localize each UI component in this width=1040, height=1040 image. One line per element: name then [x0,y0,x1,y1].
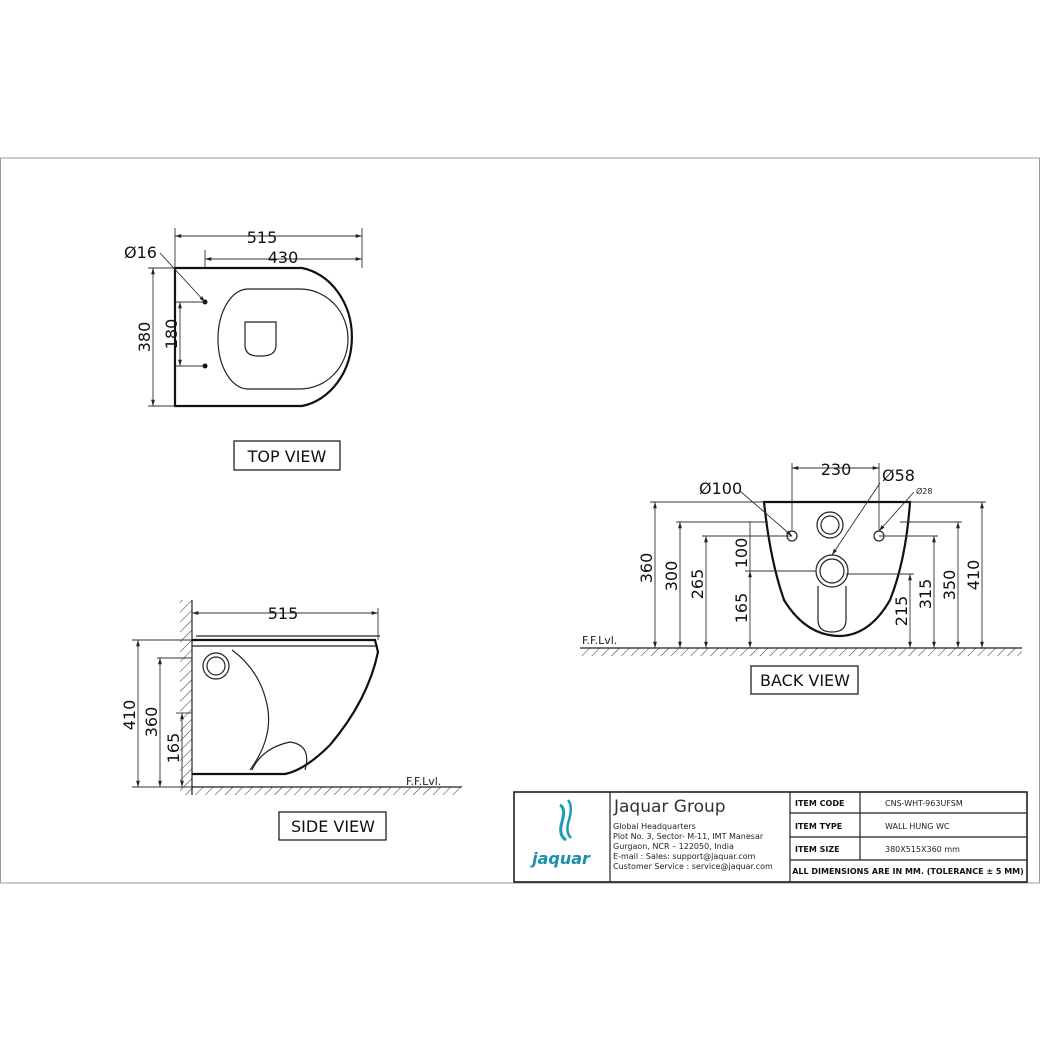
address-line-1: Global Headquarters [613,822,696,831]
back-dim-350: 350 [940,570,959,601]
side-dim-165: 165 [164,733,183,764]
back-dim-300: 300 [662,561,681,592]
back-view-label: BACK VIEW [760,671,850,690]
dimensions-note: ALL DIMENSIONS ARE IN MM. (TOLERANCE ± 5… [792,867,1024,876]
back-dim-265: 265 [688,569,707,600]
item-code-key: ITEM CODE [795,799,844,808]
item-type-key: ITEM TYPE [795,822,842,831]
address-line-5: Customer Service : service@jaquar.com [613,862,773,871]
side-dim-515: 515 [268,604,299,623]
back-view: F.F.Lvl. 230 Ø100 Ø58 Ø28 360 300 265 [580,460,1022,695]
top-dim-380: 380 [135,322,154,353]
item-code-value: CNS-WHT-963UFSM [885,799,963,808]
item-size-key: ITEM SIZE [795,845,840,854]
top-dim-515: 515 [247,228,278,247]
address-line-4: E-mail : Sales: support@jaquar.com [613,852,756,861]
back-dim-315: 315 [916,579,935,610]
address-line-3: Gurgaon, NCR – 122050, India [613,842,734,851]
address-line-2: Plot No. 3, Sector- M-11, IMT Manesar [613,832,764,841]
back-dim-165: 165 [732,593,751,624]
back-dim-d58: Ø58 [882,466,915,485]
top-dim-430: 430 [268,248,299,267]
sheet-border [0,157,1040,884]
side-dim-410: 410 [120,700,139,731]
title-block: jaquar Jaquar Group Global Headquarters … [513,791,1028,883]
back-dim-360: 360 [637,553,656,584]
back-dim-410: 410 [964,560,983,591]
svg-text:jaquar: jaquar [529,849,591,868]
side-view: F.F.Lvl. 515 410 360 165 SIDE VIEW [120,600,462,841]
back-floor-label: F.F.Lvl. [582,634,617,647]
top-view: 515 430 Ø16 380 180 TOP VIEW [124,228,363,471]
top-view-bowl-outline [173,266,353,408]
top-dim-180: 180 [162,319,181,350]
back-dim-215: 215 [892,596,911,627]
back-dim-d28: Ø28 [916,486,932,496]
back-view-bowl-outline [762,500,912,638]
top-view-label: TOP VIEW [247,447,327,466]
back-dim-230: 230 [821,460,852,479]
side-view-bowl-outline [192,638,380,776]
top-view-seat [217,288,349,390]
jaquar-logo: jaquar [529,799,591,868]
back-dim-100: 100 [732,538,751,569]
item-size-value: 380X515X360 mm [885,845,960,854]
side-dim-360: 360 [142,707,161,738]
company-name: Jaquar Group [613,797,726,817]
back-dim-d100: Ø100 [699,479,742,498]
item-type-value: WALL HUNG WC [885,822,950,831]
side-floor-label: F.F.Lvl. [406,775,441,788]
top-dim-d16: Ø16 [124,243,157,262]
side-view-label: SIDE VIEW [291,817,375,836]
